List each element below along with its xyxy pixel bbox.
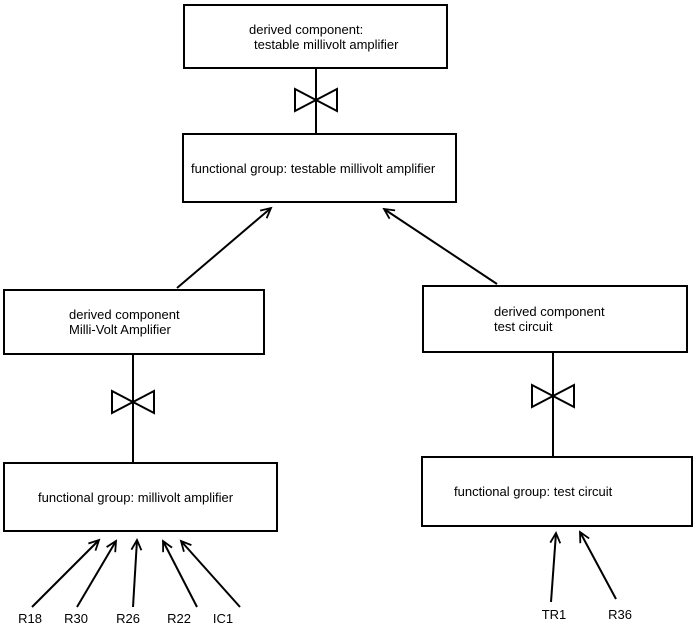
bowtie-symbol-right [531,383,575,409]
component-label-r22: R22 [167,611,191,626]
node-functional-group-testable-millivolt-amplifier: functional group: testable millivolt amp… [182,133,457,203]
edge-derived-test-to-fg-testable [382,207,498,285]
node-derived-component-milli-volt-amplifier: derived component Milli-Volt Amplifier [3,289,265,355]
node-derived-component-test-circuit: derived component test circuit [422,285,688,353]
edge-derived-millivolt-to-fg-testable [176,206,273,289]
edge-r18-to-fg-millivolt [31,538,101,608]
component-label-tr1: TR1 [541,607,567,622]
node-label-line: functional group: millivolt amplifier [38,489,234,505]
node-label-line: derived component [494,304,605,319]
bowtie-symbol-left [111,389,155,415]
edge-tr1-to-fg-test [549,530,562,603]
edge-r22-to-fg-millivolt [162,539,198,608]
component-label-r36: R36 [608,607,632,622]
node-label-line: derived component [69,307,180,322]
node-functional-group-millivolt-amplifier: functional group: millivolt amplifier [3,462,278,532]
node-label-line: derived component: [249,21,364,37]
component-label-ic1: IC1 [212,611,234,626]
edge-ic1-to-fg-millivolt [179,539,241,608]
edge-r30-to-fg-millivolt [76,539,118,608]
bowtie-symbol-top [294,87,338,113]
node-derived-component-testable-millivolt-amplifier: derived component: testable millivolt am… [183,4,448,69]
component-label-r18: R18 [18,611,42,626]
node-label-line: functional group: testable millivolt amp… [191,160,436,176]
component-label-r26: R26 [116,611,140,626]
node-functional-group-test-circuit: functional group: test circuit [421,456,693,527]
node-label-line: testable millivolt amplifier [254,36,399,52]
node-label-line: test circuit [494,319,553,334]
edge-r36-to-fg-test [579,530,617,600]
node-label-line: Milli-Volt Amplifier [69,322,171,337]
node-label-line: functional group: test circuit [454,484,613,499]
component-label-r30: R30 [64,611,88,626]
edge-r26-to-fg-millivolt [130,537,143,608]
